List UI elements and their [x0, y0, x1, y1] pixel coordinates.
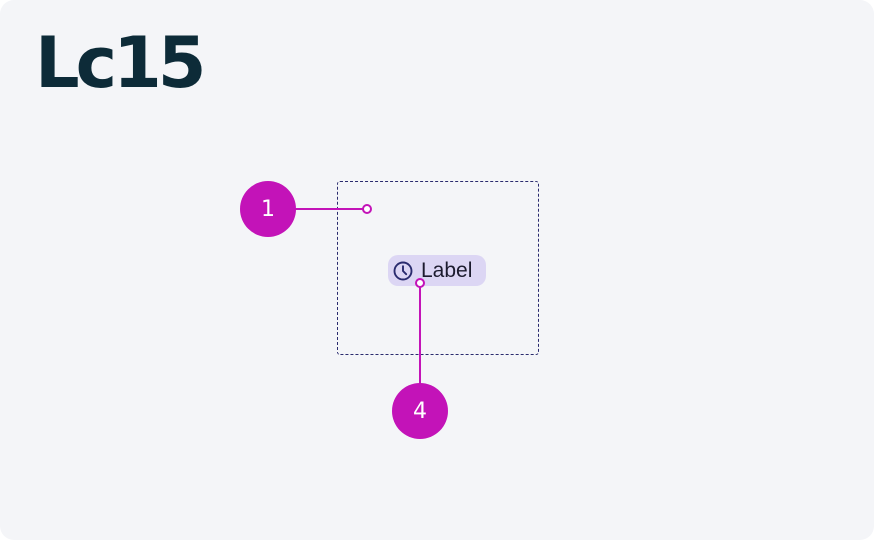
callout-badge-1: 1	[240, 181, 296, 237]
callout-4-anchor	[415, 278, 425, 288]
container-boundary	[337, 181, 539, 355]
page-title: Lc15	[35, 22, 207, 104]
chip-label: Label	[421, 259, 473, 282]
callout-badge-4: 4	[392, 383, 448, 439]
clock-icon	[393, 261, 413, 280]
chip[interactable]: Label	[388, 255, 486, 286]
callout-1-anchor	[362, 204, 372, 214]
